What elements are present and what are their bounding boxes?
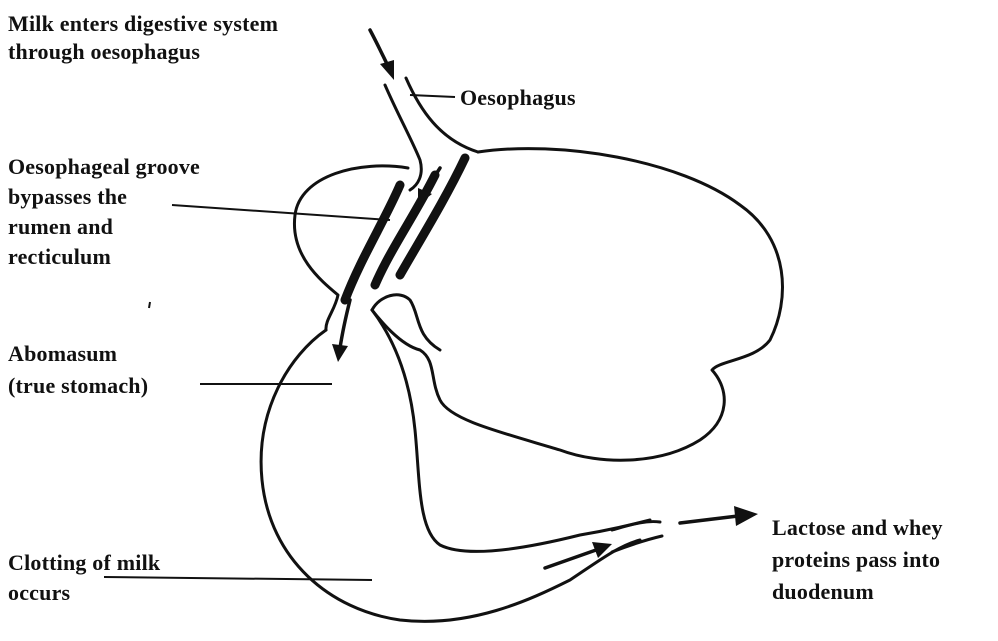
abomasum-outline (261, 330, 640, 621)
milk-enters-label: Milk enters digestive system through oes… (8, 10, 278, 66)
milk-enters-line1: Milk enters digestive system (8, 10, 278, 38)
duodenum-lower-wall (612, 536, 662, 552)
groove-arrow-lower-head (332, 344, 348, 362)
groove-arrow-lower (340, 300, 350, 348)
oesophagus-text: Oesophagus (460, 84, 576, 112)
duodenum-arrow-head (734, 506, 758, 526)
abomasum-exit-arrow (545, 550, 596, 568)
groove-leader (172, 205, 390, 220)
lactose-line2: proteins pass into (772, 544, 943, 576)
abomasum-line2: (true stomach) (8, 370, 148, 402)
rumen-outline (372, 149, 782, 461)
duodenum-arrow (680, 516, 738, 523)
abomasum-label: Abomasum (true stomach) (8, 338, 148, 402)
lactose-line3: duodenum (772, 576, 943, 608)
milk-entry-arrow-head (380, 60, 394, 80)
milk-entry-arrow (370, 30, 388, 66)
clotting-line2: occurs (8, 578, 160, 608)
groove-line3: rumen and (8, 212, 200, 242)
groove-line4: recticulum (8, 242, 200, 272)
groove-line1: Oesophageal groove (8, 152, 200, 182)
milk-enters-line2: through oesophagus (8, 38, 278, 66)
clotting-line1: Clotting of milk (8, 548, 160, 578)
oesophagus-label: Oesophagus (460, 84, 576, 112)
groove-line2: bypasses the (8, 182, 200, 212)
clotting-label: Clotting of milk occurs (8, 548, 160, 608)
stray-mark (149, 302, 150, 308)
abomasum-line1: Abomasum (8, 338, 148, 370)
lactose-line1: Lactose and whey (772, 512, 943, 544)
groove-label: Oesophageal groove bypasses the rumen an… (8, 152, 200, 272)
lactose-label: Lactose and whey proteins pass into duod… (772, 512, 943, 608)
